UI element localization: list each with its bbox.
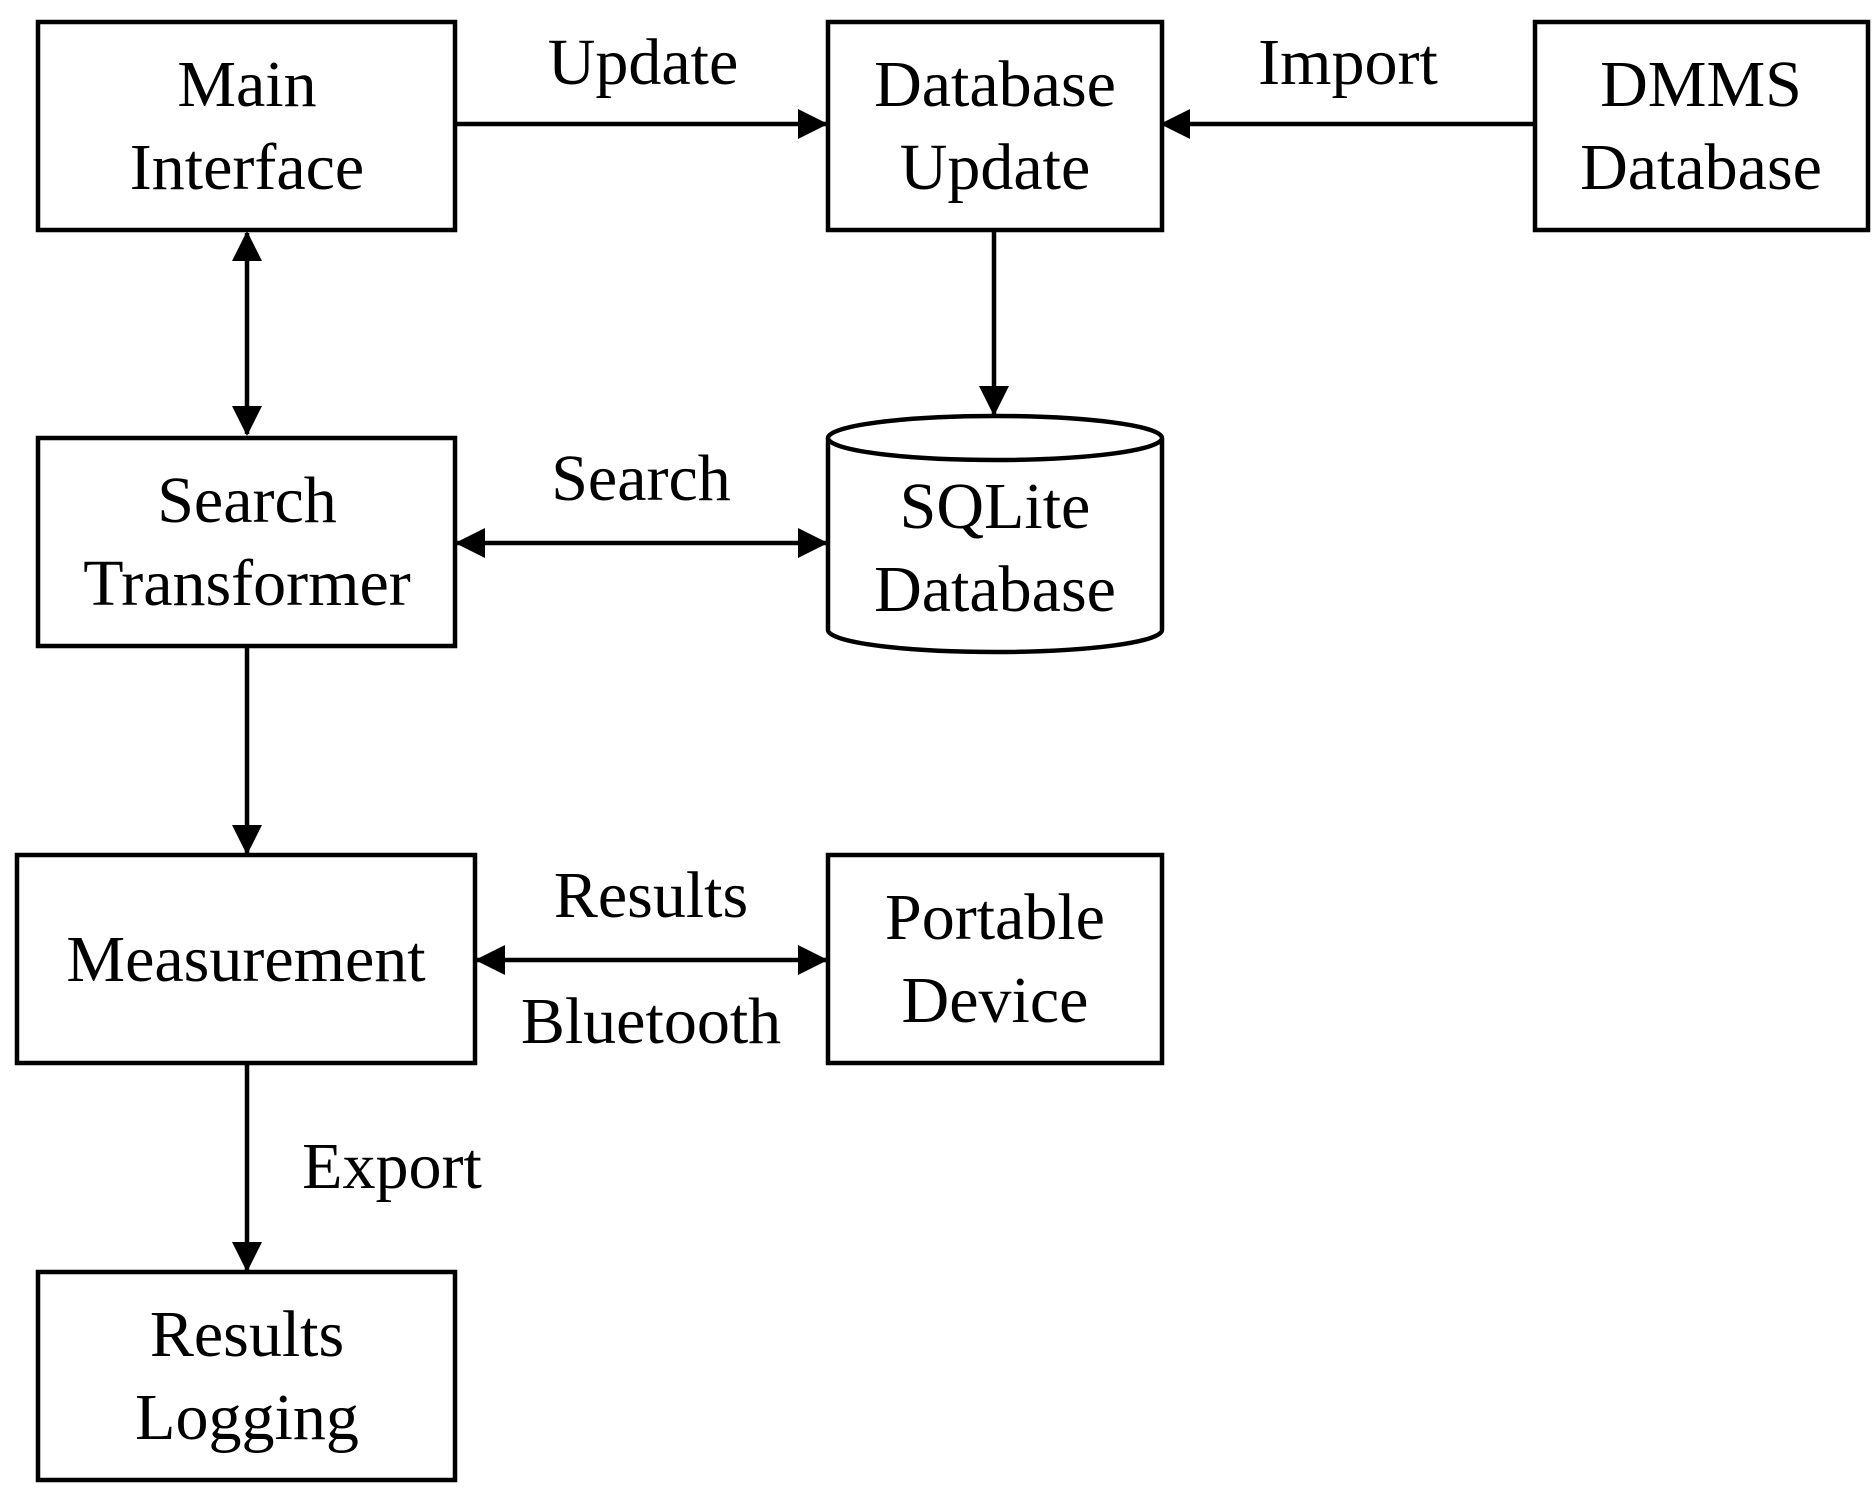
node-database-update: Database Update bbox=[825, 19, 1165, 233]
edge-label-export: Export bbox=[302, 1130, 482, 1203]
edge-label-bluetooth: Bluetooth bbox=[521, 985, 781, 1058]
node-search-transformer-line2: Transformer bbox=[83, 547, 411, 620]
node-search-transformer-line1: Search bbox=[157, 464, 337, 537]
node-dmms-database-line1: DMMS bbox=[1600, 48, 1802, 121]
edge-label-results: Results bbox=[554, 859, 748, 932]
node-results-logging-line2: Logging bbox=[135, 1381, 359, 1454]
node-sqlite-database-line1: SQLite bbox=[900, 470, 1091, 543]
node-measurement: Measurement bbox=[14, 852, 478, 1066]
node-results-logging: Results Logging bbox=[35, 1269, 458, 1483]
node-sqlite-database: SQLite Database bbox=[825, 413, 1165, 655]
edge-label-search: Search bbox=[551, 442, 731, 515]
node-main-interface-line1: Main bbox=[177, 48, 316, 121]
node-portable-device-line2: Device bbox=[902, 964, 1089, 1037]
node-search-transformer: Search Transformer bbox=[35, 435, 458, 649]
node-measurement-line1: Measurement bbox=[66, 923, 425, 996]
node-dmms-database: DMMS Database bbox=[1532, 19, 1871, 233]
node-database-update-line1: Database bbox=[874, 48, 1116, 121]
node-database-update-line2: Update bbox=[900, 131, 1091, 204]
edge-label-update: Update bbox=[548, 26, 739, 99]
node-portable-device: Portable Device bbox=[825, 852, 1165, 1066]
node-main-interface-line2: Interface bbox=[130, 131, 364, 204]
node-sqlite-database-line2: Database bbox=[874, 553, 1116, 626]
node-main-interface: Main Interface bbox=[35, 19, 458, 233]
node-dmms-database-line2: Database bbox=[1580, 131, 1822, 204]
node-results-logging-line1: Results bbox=[150, 1298, 344, 1371]
edge-label-import: Import bbox=[1258, 26, 1438, 99]
node-portable-device-line1: Portable bbox=[885, 881, 1105, 954]
